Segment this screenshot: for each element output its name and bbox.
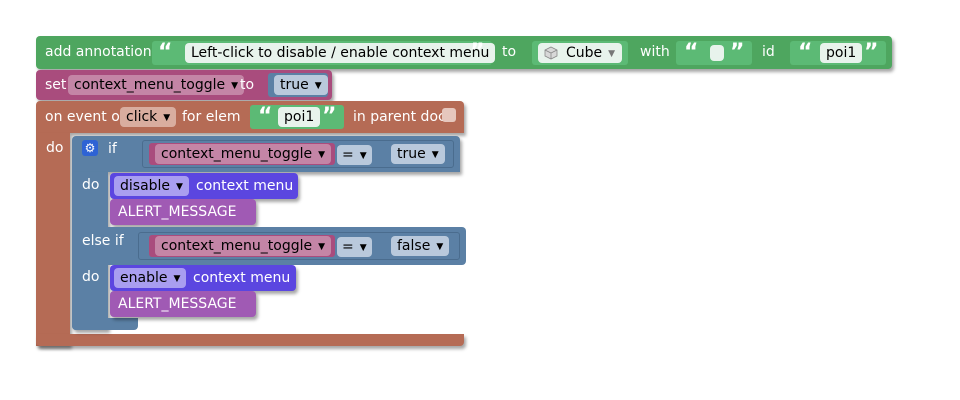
event-do-label: do xyxy=(46,140,64,156)
id-string-field[interactable]: poi1 xyxy=(820,43,863,63)
on-event-label: on event of xyxy=(45,109,125,125)
enable-context-menu-block[interactable]: enable▼ context menu xyxy=(110,265,296,291)
add-annotation-label: add annotation xyxy=(45,44,152,60)
cube-icon xyxy=(544,46,558,60)
do2-label: do xyxy=(82,269,100,285)
if-block[interactable]: ⚙ if context_menu_toggle▼ =▼ true▼ xyxy=(72,136,460,172)
else-if-label: else if xyxy=(82,233,124,249)
disable-context-menu-block[interactable]: disable▼ context menu xyxy=(110,173,298,199)
if-block-footer xyxy=(72,318,138,330)
close-quote-icon: ” xyxy=(470,40,485,65)
to-label: to xyxy=(502,44,517,60)
target-block[interactable]: Cube▼ xyxy=(532,41,628,65)
open-quote-icon: “ xyxy=(258,104,273,129)
cond1-value-block[interactable]: true▼ xyxy=(385,143,447,165)
cond1-variable-block[interactable]: context_menu_toggle▼ xyxy=(149,143,335,165)
on-event-spine xyxy=(36,133,70,346)
with-string-field[interactable] xyxy=(710,45,724,61)
else-if-row: else if context_menu_toggle▼ =▼ false▼ xyxy=(72,227,466,265)
alert-message-block-1[interactable]: ALERT_MESSAGE xyxy=(110,199,256,225)
on-event-block[interactable]: on event of click▼ for elem “ poi1 ” in … xyxy=(36,101,464,133)
event-type-dropdown[interactable]: click▼ xyxy=(120,107,177,127)
set-variable-dropdown[interactable]: context_menu_toggle▼ xyxy=(68,75,245,95)
open-quote-icon: “ xyxy=(158,40,173,65)
set-to-label: to xyxy=(240,77,255,93)
with-label: with xyxy=(640,44,670,60)
action1-dropdown[interactable]: disable▼ xyxy=(114,176,189,196)
cond2-variable-block[interactable]: context_menu_toggle▼ xyxy=(149,235,335,257)
add-annotation-block[interactable]: add annotation “ Left-click to disable /… xyxy=(36,36,892,69)
close-quote-icon: ” xyxy=(864,40,879,65)
cond2-operator-dropdown[interactable]: =▼ xyxy=(337,237,372,257)
elem-string-field[interactable]: poi1 xyxy=(278,107,321,127)
if-label: if xyxy=(108,141,117,157)
do1-label: do xyxy=(82,177,100,193)
action1-suffix: context menu xyxy=(196,178,294,194)
alert-message-block-2[interactable]: ALERT_MESSAGE xyxy=(110,291,256,317)
set-value-dropdown[interactable]: true▼ xyxy=(274,75,328,95)
cond1-operator-dropdown[interactable]: =▼ xyxy=(337,145,372,165)
on-event-footer xyxy=(36,334,464,346)
set-label: set xyxy=(45,77,67,93)
compare-block-2[interactable]: context_menu_toggle▼ =▼ false▼ xyxy=(138,232,460,260)
target-dropdown[interactable]: Cube▼ xyxy=(538,43,622,63)
elem-string-block[interactable]: “ poi1 ” xyxy=(250,105,344,129)
compare-block-1[interactable]: context_menu_toggle▼ =▼ true▼ xyxy=(142,140,454,168)
annotation-text-field[interactable]: Left-click to disable / enable context m… xyxy=(185,43,496,63)
cond2-value-block[interactable]: false▼ xyxy=(385,235,453,257)
parent-doc-checkbox[interactable] xyxy=(442,108,456,122)
set-value-block[interactable]: true▼ xyxy=(268,73,328,97)
open-quote-icon: “ xyxy=(798,40,813,65)
open-quote-icon: “ xyxy=(684,40,699,65)
for-elem-label: for elem xyxy=(182,109,241,125)
action2-dropdown[interactable]: enable▼ xyxy=(114,268,187,288)
cond1-value-dropdown[interactable]: true▼ xyxy=(391,144,445,164)
id-label: id xyxy=(762,44,775,60)
cond1-variable-dropdown[interactable]: context_menu_toggle▼ xyxy=(155,144,332,164)
action2-suffix: context menu xyxy=(193,270,291,286)
alert2-label: ALERT_MESSAGE xyxy=(118,296,237,312)
set-variable-block[interactable]: set context_menu_toggle▼ to true▼ xyxy=(36,70,332,100)
with-string-block[interactable]: “ ” xyxy=(676,41,752,65)
close-quote-icon: ” xyxy=(730,40,745,65)
cond2-value-dropdown[interactable]: false▼ xyxy=(391,236,450,256)
gear-icon[interactable]: ⚙ xyxy=(82,140,98,156)
close-quote-icon: ” xyxy=(322,104,337,129)
id-string-block[interactable]: “ poi1 ” xyxy=(790,41,886,65)
annotation-text-block[interactable]: “ Left-click to disable / enable context… xyxy=(152,40,496,65)
cond2-variable-dropdown[interactable]: context_menu_toggle▼ xyxy=(155,236,332,256)
parent-doc-label: in parent doc xyxy=(353,109,446,125)
alert1-label: ALERT_MESSAGE xyxy=(118,204,237,220)
